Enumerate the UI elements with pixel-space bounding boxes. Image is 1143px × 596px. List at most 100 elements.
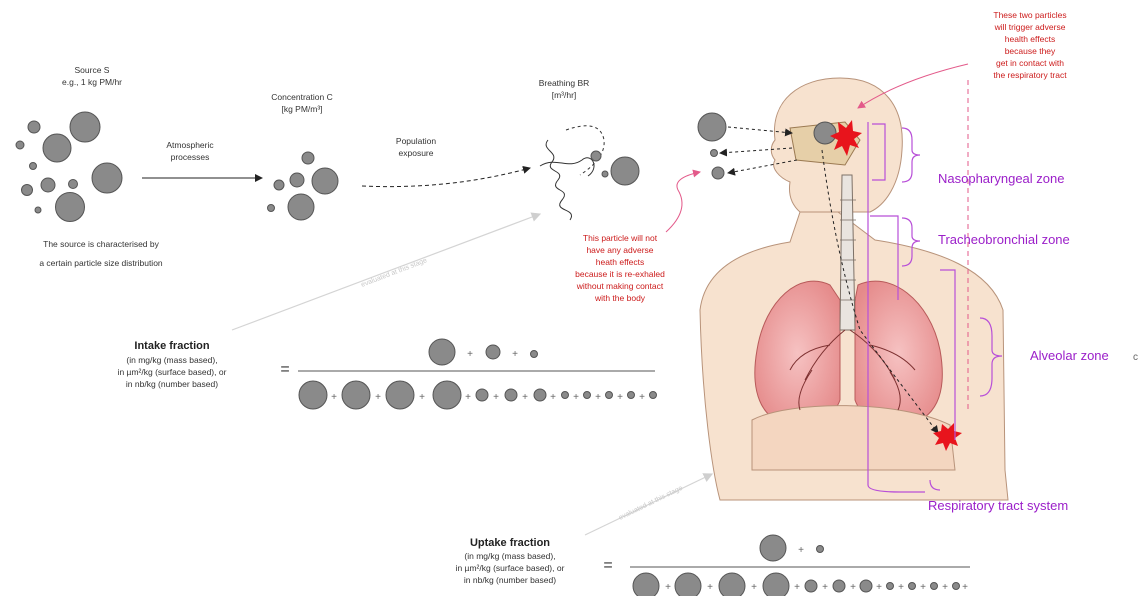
plus-sign: + xyxy=(876,582,882,593)
plus-sign: + xyxy=(573,392,579,403)
note-line: have any adverse xyxy=(586,245,653,255)
cropped-mark-icon: c xyxy=(1133,352,1138,363)
particle-icon xyxy=(43,134,71,162)
concentration-block: Concentration C [kg PM/m³] xyxy=(268,92,339,220)
note-line: will trigger adverse xyxy=(994,22,1066,32)
zone-label-nasopharyngeal: Nasopharyngeal zone xyxy=(938,171,1064,186)
note-line: because it is re-exhaled xyxy=(575,269,665,279)
trachea-illustration xyxy=(840,175,855,330)
intake-caption: (in mg/kg (mass based), xyxy=(126,355,217,365)
plus-sign: + xyxy=(331,392,337,403)
breathing-squiggle xyxy=(540,158,594,176)
zone-label-tracheobronchial: Tracheobronchial zone xyxy=(938,232,1070,247)
population-label: exposure xyxy=(399,148,434,158)
particle-icon xyxy=(675,573,701,596)
plus-sign: + xyxy=(493,392,499,403)
plus-sign: + xyxy=(512,349,518,360)
particle-icon xyxy=(909,583,916,590)
particle-icon xyxy=(628,392,635,399)
intake-caption: in µm²/kg (surface based), or xyxy=(118,367,227,377)
particle-icon xyxy=(299,381,327,409)
note-line: health effects xyxy=(1005,34,1055,44)
particle-icon xyxy=(534,389,546,401)
source-block: Source S e.g., 1 kg PM/hr The source is … xyxy=(16,65,163,268)
plus-sign: + xyxy=(550,392,556,403)
particle-icon xyxy=(476,389,488,401)
particle-icon xyxy=(805,580,817,592)
plus-sign: + xyxy=(822,582,828,593)
source-title: Source S xyxy=(75,65,110,75)
plus-sign: + xyxy=(798,545,804,556)
intake-equals: = xyxy=(280,361,289,378)
note-pointer xyxy=(666,172,700,232)
note-line: because they xyxy=(1005,46,1056,56)
uptake-equals: = xyxy=(603,557,612,574)
plus-sign: + xyxy=(467,349,473,360)
particle-icon xyxy=(611,157,639,185)
particle-icon xyxy=(719,573,745,596)
particle-icon xyxy=(887,583,894,590)
particle-icon xyxy=(531,351,538,358)
zone-label-alveolar: Alveolar zone xyxy=(1030,348,1109,363)
intake-denominator: + + + + + + + + + + + xyxy=(299,381,657,409)
concentration-unit: [kg PM/m³] xyxy=(281,104,322,114)
particle-icon xyxy=(633,573,659,596)
breathing-title: Breathing BR xyxy=(539,78,590,88)
particle-icon xyxy=(312,168,338,194)
plus-sign: + xyxy=(465,392,471,403)
particle-icon xyxy=(268,205,275,212)
particle-icon xyxy=(602,171,608,177)
source-caption: The source is characterised by xyxy=(43,239,159,249)
plus-sign: + xyxy=(898,582,904,593)
particle-icon xyxy=(274,180,284,190)
intake-section: evaluated at this stage Intake fraction … xyxy=(118,214,657,409)
plus-sign: + xyxy=(942,582,948,593)
breathing-unit: [m³/hr] xyxy=(552,90,577,100)
source-subtitle: e.g., 1 kg PM/hr xyxy=(62,77,122,87)
particle-icon xyxy=(814,122,836,144)
particle-icon xyxy=(56,193,85,222)
particle-icon xyxy=(69,180,78,189)
note-line: the respiratory tract xyxy=(993,70,1067,80)
plus-sign: + xyxy=(751,582,757,593)
note-line: get in contact with xyxy=(996,58,1064,68)
intake-title: Intake fraction xyxy=(134,340,209,352)
plus-sign: + xyxy=(920,582,926,593)
population-step: Population exposure xyxy=(362,136,530,187)
exposure-arrow xyxy=(362,168,530,187)
uptake-numerator: + xyxy=(760,535,824,561)
source-caption: a certain particle size distribution xyxy=(39,258,163,268)
particle-icon xyxy=(562,392,569,399)
particle-icon xyxy=(433,381,461,409)
particle-icon xyxy=(763,573,789,596)
plus-sign: + xyxy=(522,392,528,403)
intake-numerator: + + xyxy=(429,339,538,365)
particle-icon xyxy=(698,113,726,141)
plus-sign: + xyxy=(419,392,425,403)
particle-icon xyxy=(288,194,314,220)
particle-icon xyxy=(22,185,33,196)
particle-icon xyxy=(35,207,41,213)
uptake-title: Uptake fraction xyxy=(470,537,550,549)
particle-icon xyxy=(290,173,304,187)
particle-icon xyxy=(606,392,613,399)
uptake-caption: (in mg/kg (mass based), xyxy=(464,551,555,561)
atmospheric-label: processes xyxy=(171,152,210,162)
note-line: These two particles xyxy=(993,10,1066,20)
atmospheric-step: Atmospheric processes xyxy=(142,140,262,178)
note-line: heath effects xyxy=(596,257,645,267)
note-line: with the body xyxy=(594,293,646,303)
breathing-block: Breathing BR [m³/hr] xyxy=(539,78,639,220)
particle-icon xyxy=(584,392,591,399)
particle-icon xyxy=(712,167,724,179)
atmospheric-label: Atmospheric xyxy=(166,140,214,150)
uptake-stage-label: evaluated at this stage xyxy=(618,485,684,522)
particle-icon xyxy=(931,583,938,590)
particle-icon xyxy=(953,583,960,590)
plus-sign: + xyxy=(707,582,713,593)
uptake-caption: in nb/kg (number based) xyxy=(464,575,556,585)
plus-sign: + xyxy=(665,582,671,593)
plus-sign: + xyxy=(595,392,601,403)
particle-icon xyxy=(70,112,100,142)
